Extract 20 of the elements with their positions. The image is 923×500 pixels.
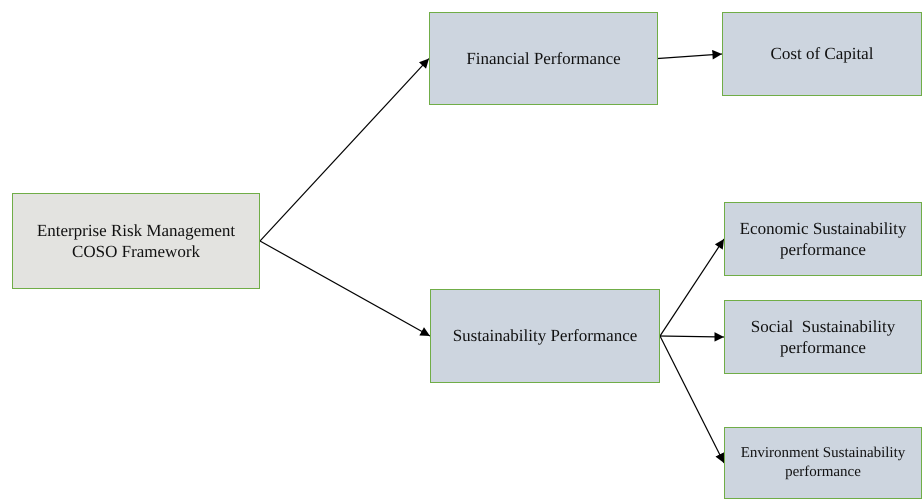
process-box bbox=[12, 193, 260, 289]
process-box bbox=[724, 202, 922, 276]
box-label: Sustainability Performance bbox=[452, 325, 638, 347]
process-box bbox=[722, 12, 922, 96]
box-label: Cost of Capital bbox=[770, 43, 874, 65]
arrow bbox=[660, 332, 724, 342]
box-label: Social Sustainability performance bbox=[750, 316, 896, 358]
arrow bbox=[260, 58, 430, 242]
arrow bbox=[658, 50, 722, 60]
box-label: Economic Sustainability performance bbox=[738, 218, 908, 260]
process-box bbox=[724, 300, 922, 374]
box-label: Financial Performance bbox=[466, 48, 621, 70]
arrow bbox=[260, 240, 430, 337]
arrow bbox=[660, 238, 724, 336]
process-box bbox=[429, 12, 658, 105]
process-box bbox=[430, 289, 660, 383]
box-label: Enterprise Risk Management COSO Framework bbox=[36, 220, 236, 262]
process-box bbox=[724, 427, 922, 499]
arrow bbox=[659, 336, 725, 464]
box-label: Environment Sustainability performance bbox=[740, 444, 906, 482]
